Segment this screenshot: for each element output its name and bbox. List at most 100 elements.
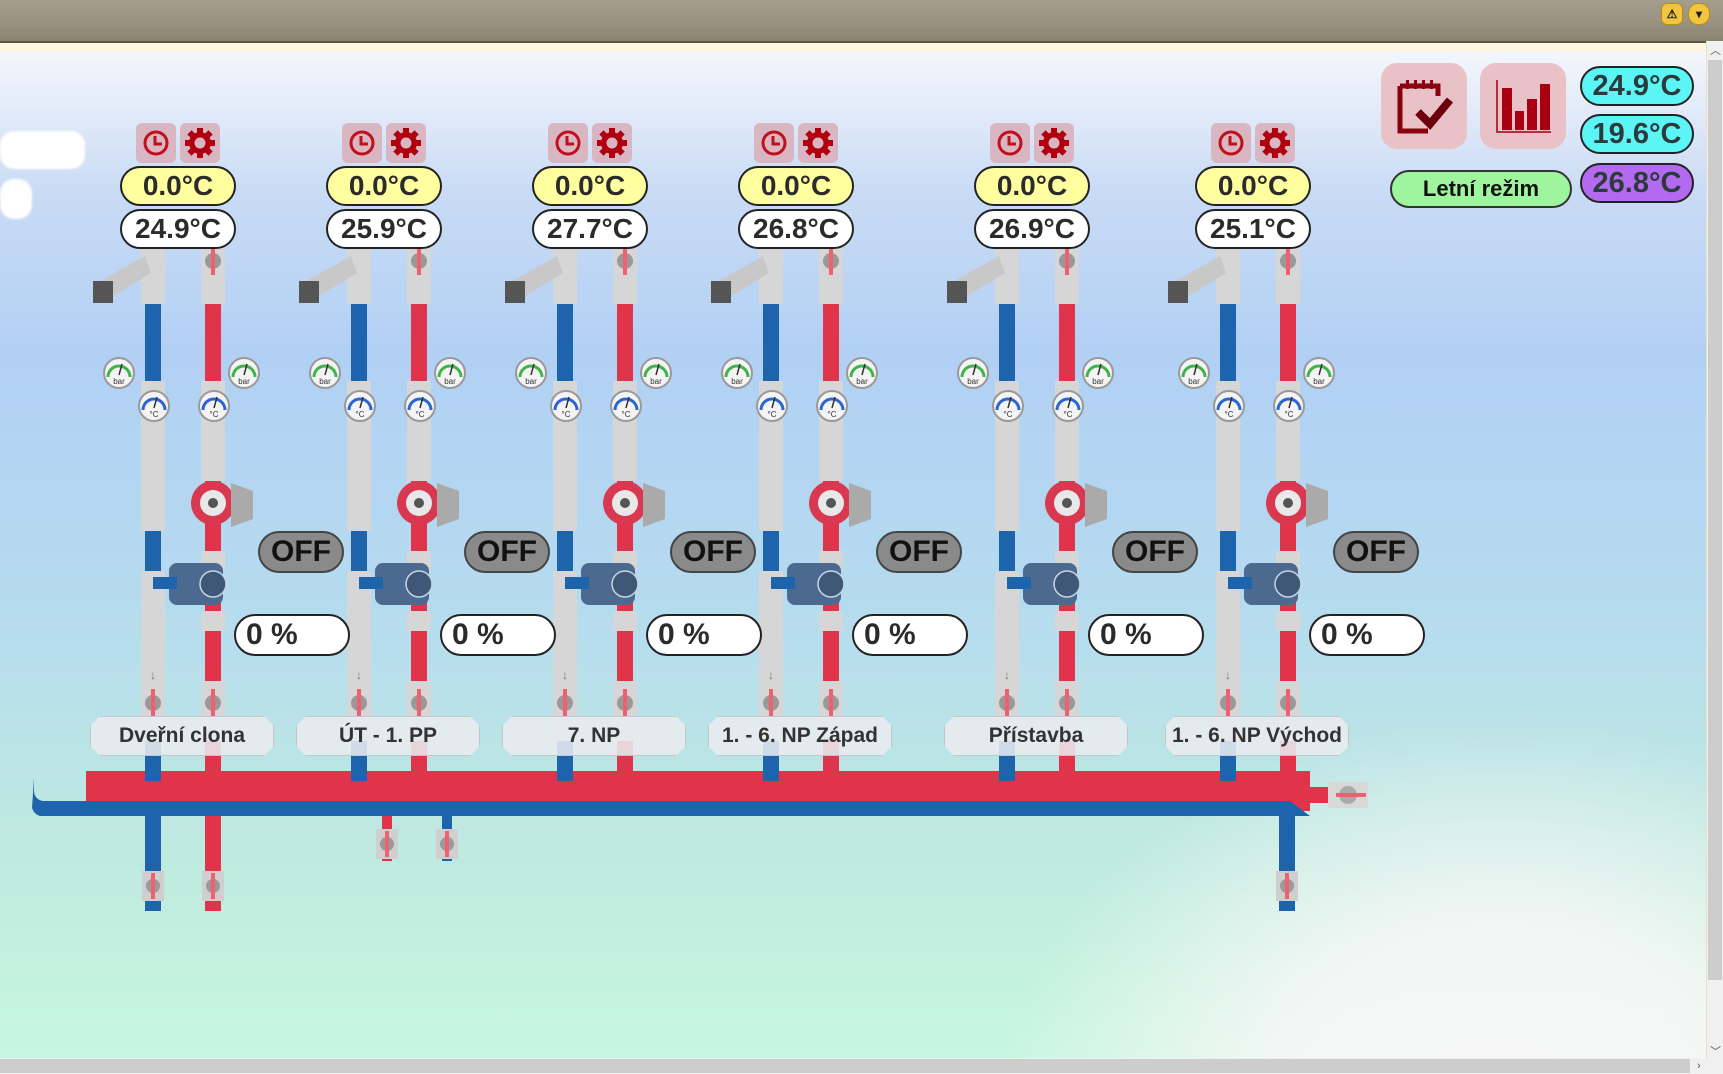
- schedule-button[interactable]: [754, 123, 794, 163]
- valve-cap: [93, 281, 113, 303]
- pipe-fitting: [347, 571, 371, 681]
- svg-text:bar: bar: [444, 377, 456, 386]
- actual-temperature: 25.9°C: [326, 209, 442, 249]
- valve-position: 0 %: [234, 614, 350, 656]
- pump-status-button[interactable]: OFF: [1333, 531, 1419, 573]
- setpoint-temperature[interactable]: 0.0°C: [326, 166, 442, 206]
- pump-status-button[interactable]: OFF: [1112, 531, 1198, 573]
- actual-temperature: 24.9°C: [120, 209, 236, 249]
- svg-text:bar: bar: [525, 377, 537, 386]
- pipe-fitting: [553, 571, 577, 681]
- menu-button[interactable]: ▾: [1688, 3, 1710, 25]
- outdoor-temperature-1: 24.9°C: [1580, 66, 1694, 106]
- svg-text:bar: bar: [650, 377, 662, 386]
- schedule-button[interactable]: [342, 123, 382, 163]
- pipe-fitting: [141, 571, 165, 681]
- circuit-name-label: 1. - 6. NP Západ: [708, 716, 892, 756]
- clock-icon: [997, 130, 1023, 156]
- schedule-button[interactable]: [1211, 123, 1251, 163]
- bar-chart-icon: [1496, 80, 1551, 133]
- flow-arrow-icon: ↓: [562, 668, 568, 682]
- chart-button[interactable]: [1480, 63, 1566, 149]
- pipe-fitting: [995, 571, 1019, 681]
- setpoint-temperature[interactable]: 0.0°C: [1195, 166, 1311, 206]
- pump-status-button[interactable]: OFF: [258, 531, 344, 573]
- svg-text:°C: °C: [622, 410, 631, 419]
- clipboard-check-icon: [1397, 80, 1454, 134]
- valve-cap: [947, 281, 967, 303]
- horizontal-scrollbar-thumb[interactable]: [0, 1059, 1690, 1073]
- setpoint-temperature[interactable]: 0.0°C: [974, 166, 1090, 206]
- svg-text:°C: °C: [150, 410, 159, 419]
- gear-icon: [1260, 128, 1290, 158]
- svg-text:°C: °C: [210, 410, 219, 419]
- svg-text:°C: °C: [356, 410, 365, 419]
- settings-button[interactable]: [798, 123, 838, 163]
- schedule-button[interactable]: [136, 123, 176, 163]
- summer-mode-badge[interactable]: Letní režim: [1390, 170, 1572, 208]
- title-bar-divider: [0, 43, 1706, 51]
- pipe-fitting: [1216, 571, 1240, 681]
- return-header-pipe: [32, 778, 1310, 816]
- warning-icon: ⚠: [1666, 7, 1678, 21]
- svg-text:°C: °C: [562, 410, 571, 419]
- pipe-fitting: [759, 571, 783, 681]
- scroll-up-icon[interactable]: ︿: [1710, 45, 1721, 57]
- scroll-down-icon[interactable]: ﹀: [1710, 1046, 1721, 1058]
- svg-text:°C: °C: [1225, 410, 1234, 419]
- gear-icon: [391, 128, 421, 158]
- valve-position: 0 %: [1088, 614, 1204, 656]
- gear-icon: [803, 128, 833, 158]
- flow-arrow-icon: ↓: [1004, 668, 1010, 682]
- svg-text:°C: °C: [416, 410, 425, 419]
- setpoint-temperature[interactable]: 0.0°C: [532, 166, 648, 206]
- svg-text:bar: bar: [238, 377, 250, 386]
- valve-position: 0 %: [1309, 614, 1425, 656]
- bypass-pipe: [153, 577, 177, 589]
- bypass-pipe: [359, 577, 383, 589]
- scroll-right-icon[interactable]: ›: [1697, 1060, 1701, 1072]
- svg-text:bar: bar: [967, 377, 979, 386]
- pipe-fitting: [201, 611, 225, 631]
- setpoint-temperature[interactable]: 0.0°C: [120, 166, 236, 206]
- schedule-button[interactable]: [548, 123, 588, 163]
- warning-button[interactable]: ⚠: [1661, 3, 1683, 25]
- vertical-scrollbar-thumb[interactable]: [1708, 60, 1722, 980]
- svg-text:°C: °C: [768, 410, 777, 419]
- journal-button[interactable]: [1381, 63, 1467, 149]
- schedule-button[interactable]: [990, 123, 1030, 163]
- pump-status-button[interactable]: OFF: [464, 531, 550, 573]
- settings-button[interactable]: [592, 123, 632, 163]
- svg-text:°C: °C: [1004, 410, 1013, 419]
- svg-text:bar: bar: [319, 377, 331, 386]
- gear-icon: [597, 128, 627, 158]
- pump-status-button[interactable]: OFF: [876, 531, 962, 573]
- settings-button[interactable]: [1034, 123, 1074, 163]
- gear-icon: [1039, 128, 1069, 158]
- flow-arrow-icon: ↓: [768, 668, 774, 682]
- clock-icon: [555, 130, 581, 156]
- circuit-name-label: 1. - 6. NP Východ: [1165, 716, 1349, 756]
- svg-text:°C: °C: [828, 410, 837, 419]
- clock-icon: [1218, 130, 1244, 156]
- circuit-name-label: ÚT - 1. PP: [296, 716, 480, 756]
- svg-text:°C: °C: [1285, 410, 1294, 419]
- pipe-fitting: [1276, 611, 1300, 631]
- pump-status-button[interactable]: OFF: [670, 531, 756, 573]
- actual-temperature: 27.7°C: [532, 209, 648, 249]
- settings-button[interactable]: [180, 123, 220, 163]
- clock-icon: [761, 130, 787, 156]
- supply-outlet-pipe: [1310, 787, 1328, 803]
- bypass-pipe: [1007, 577, 1031, 589]
- setpoint-temperature[interactable]: 0.0°C: [738, 166, 854, 206]
- bypass-pipe: [1228, 577, 1252, 589]
- svg-text:bar: bar: [856, 377, 868, 386]
- valve-position: 0 %: [440, 614, 556, 656]
- valve-position: 0 %: [852, 614, 968, 656]
- circuit-name-label: Dveřní clona: [90, 716, 274, 756]
- gear-icon: [185, 128, 215, 158]
- settings-button[interactable]: [386, 123, 426, 163]
- settings-button[interactable]: [1255, 123, 1295, 163]
- pipe-fitting: [819, 611, 843, 631]
